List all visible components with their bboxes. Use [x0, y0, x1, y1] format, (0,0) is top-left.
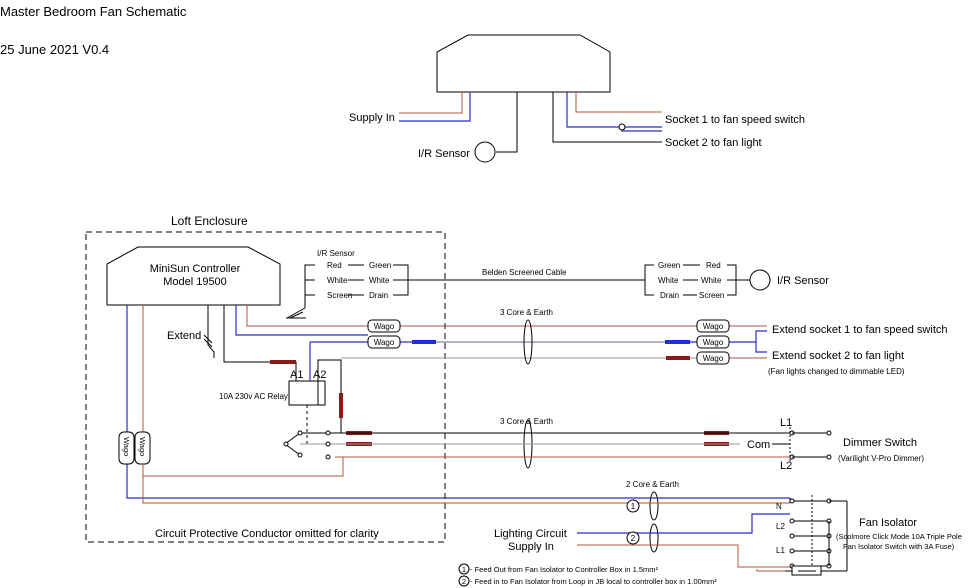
ir-local-wiring: [286, 264, 645, 319]
svg-text:White: White: [369, 276, 390, 285]
extend-note: (Fan lights changed to dimmable LED): [768, 367, 905, 376]
controller-line1: MiniSun Controller: [150, 263, 241, 275]
sleeve-marks: [270, 340, 729, 446]
svg-text:White: White: [701, 276, 722, 285]
marker-2-icon: [626, 531, 640, 545]
isolator-l1: L1: [776, 546, 785, 555]
marker-2-text: 2: [631, 534, 636, 543]
relay-box: [288, 380, 326, 406]
cable-3core-top: 3 Core & Earth: [500, 308, 553, 317]
lighting-line1: Lighting Circuit: [494, 528, 567, 540]
relay-a1: A1: [290, 369, 303, 381]
svg-text:Drain: Drain: [369, 291, 388, 300]
marker-1-icon: [626, 499, 640, 513]
cable-ellipses: [523, 319, 659, 553]
extend1-label: Extend socket 1 to fan speed switch: [772, 324, 948, 336]
extend2-label: Extend socket 2 to fan light: [772, 350, 904, 362]
relay-label: 10A 230v AC Relay: [219, 392, 288, 401]
dimmer-l1: L1: [780, 417, 792, 429]
dimmer-com: Com: [747, 439, 770, 451]
isolator-sub2: Fan Isolator Switch with 3A Fuse): [843, 542, 955, 551]
overview-controller: [436, 34, 611, 93]
isolator-l2: L2: [776, 522, 785, 531]
svg-text:Wago: Wago: [703, 338, 724, 347]
extend-link: [207, 305, 215, 358]
controller-line2: Model 19500: [163, 276, 227, 288]
svg-text:Wago: Wago: [703, 354, 724, 363]
dimmer-subtitle: (Varilight V-Pro Dimmer): [838, 454, 924, 463]
minisun-controller: [106, 246, 281, 306]
svg-text:Screen: Screen: [699, 291, 724, 300]
isolator-wiring: [577, 495, 848, 576]
overview-wiring: [399, 92, 662, 153]
note-marker-1-icon: [458, 563, 470, 575]
overview-supply-in: Supply In: [349, 112, 395, 124]
loft-enclosure-title: Loft Enclosure: [171, 214, 248, 228]
svg-text:White: White: [327, 276, 348, 285]
svg-text:Wago: Wago: [703, 322, 724, 331]
isolator-title: Fan Isolator: [859, 517, 917, 529]
relay-a2: A2: [313, 369, 326, 381]
note-marker-2-icon: [458, 575, 470, 587]
svg-text:Drain: Drain: [660, 291, 679, 300]
svg-text:Red: Red: [327, 261, 342, 270]
wago-connectors: Wago Wago Wago Wago Wago: [367, 319, 730, 365]
svg-text:Screen: Screen: [327, 291, 352, 300]
svg-text:Green: Green: [369, 261, 391, 270]
dimmer-l2: L2: [780, 460, 792, 472]
remote-ir-sensor-icon: [749, 269, 771, 291]
ir-remote-wiring: [644, 264, 750, 296]
note-marker-1-text: 1: [462, 565, 466, 574]
remote-ir-sensor-label: I/R Sensor: [777, 275, 829, 287]
extend-label: Extend: [167, 330, 201, 342]
note-marker-2-text: 2: [462, 577, 466, 586]
ir-block-title: I/R Sensor: [317, 249, 355, 258]
loft-enclosure-boundary: [85, 231, 446, 543]
page-title: Master Bedroom Fan Schematic: [0, 4, 187, 19]
svg-text:Wago: Wago: [374, 338, 395, 347]
vertical-wago-2: Wago: [138, 437, 147, 456]
isolator-sub1: (Scolmore Click Mode 10A Triple Pole: [836, 532, 962, 541]
dimmer-wiring: [142, 427, 832, 477]
svg-text:White: White: [658, 276, 679, 285]
svg-text:Red: Red: [706, 261, 721, 270]
svg-text:Wago: Wago: [374, 322, 395, 331]
lighting-line2: Supply In: [508, 541, 554, 553]
controller-feed-wiring: Wago Wago: [118, 305, 790, 504]
marker-1-text: 1: [631, 502, 636, 511]
cable-3core-mid: 3 Core & Earth: [500, 417, 553, 426]
enclosure-footer-note: Circuit Protective Conductor omitted for…: [155, 528, 379, 540]
ir-remote-rows: Green Red White White Drain Screen: [658, 261, 724, 300]
dimmer-title: Dimmer Switch: [843, 437, 917, 449]
controller-output-wiring: [223, 305, 767, 445]
overview-socket1-label: Socket 1 to fan speed switch: [665, 114, 805, 126]
overview-ir-sensor-icon: [474, 141, 496, 163]
vertical-wago-1: Wago: [122, 437, 131, 456]
cable-2core: 2 Core & Earth: [626, 480, 679, 489]
isolator-n: N: [776, 502, 782, 511]
belden-cable-label: Belden Screened Cable: [482, 268, 567, 277]
date-version: 25 June 2021 V0.4: [0, 42, 109, 57]
note-2: - Feed in to Fan Isolator from Loop in J…: [470, 577, 717, 586]
ir-local-rows: Red Green White White Screen Drain: [327, 261, 391, 300]
overview-ir-sensor-label: I/R Sensor: [418, 148, 470, 160]
svg-text:Green: Green: [658, 261, 680, 270]
note-1: - Feed Out from Fan Isolator to Controll…: [470, 565, 658, 574]
overview-socket2-label: Socket 2 to fan light: [665, 137, 762, 149]
